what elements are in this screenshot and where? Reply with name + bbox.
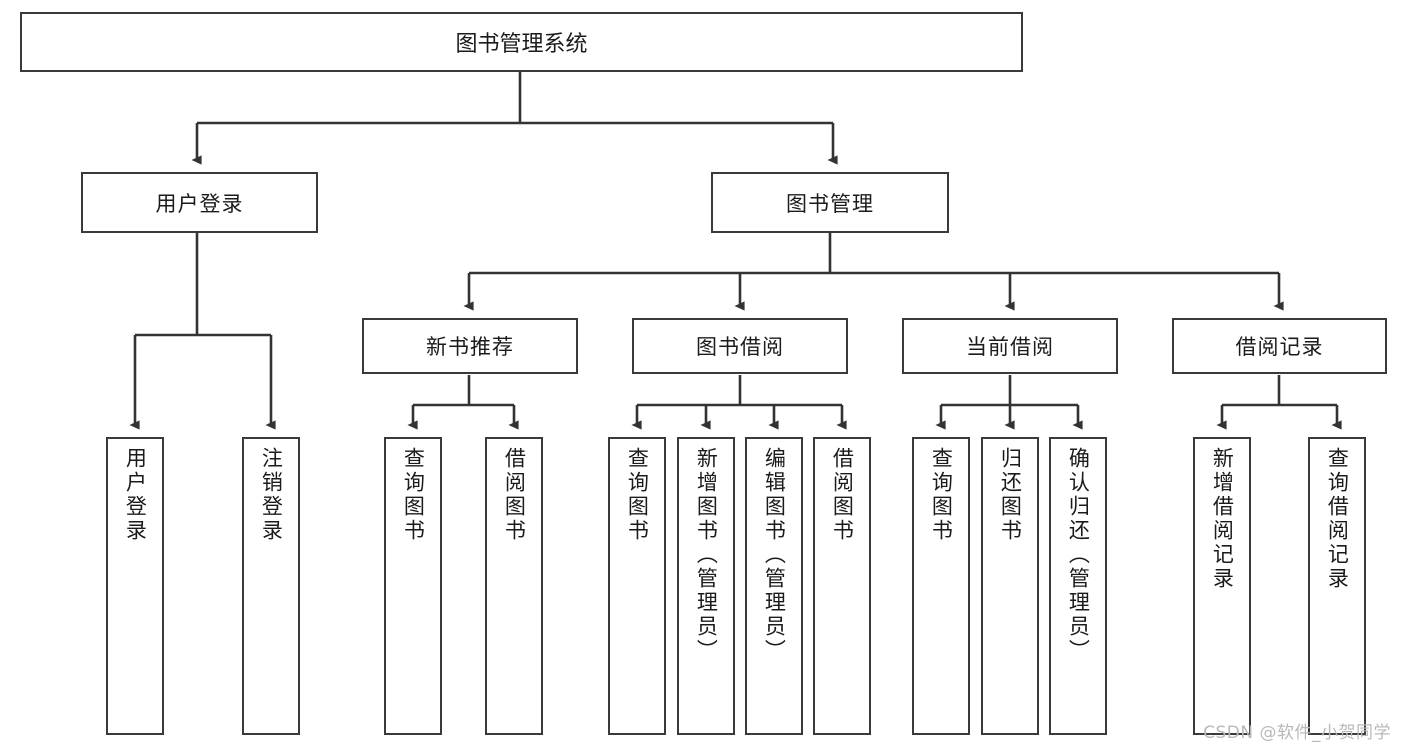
- leaf-new-book-borrow-label: 借阅图书: [502, 447, 527, 543]
- node-book-management-label: 图书管理: [786, 191, 874, 216]
- leaf-add-borrow-record-label: 新增借阅记录: [1210, 447, 1235, 591]
- leaf-return-book[interactable]: 归还图书: [981, 437, 1039, 735]
- leaf-add-book-admin[interactable]: 新增图书（管理员）: [677, 437, 735, 735]
- leaf-new-book-borrow[interactable]: 借阅图书: [485, 437, 543, 735]
- node-user-login[interactable]: 用户登录: [81, 172, 318, 233]
- node-root-label: 图书管理系统: [455, 32, 588, 57]
- node-new-book-recommend[interactable]: 新书推荐: [362, 318, 578, 374]
- leaf-user-login[interactable]: 用户登录: [106, 437, 164, 735]
- leaf-borrow-book[interactable]: 借阅图书: [813, 437, 871, 735]
- leaf-new-book-query[interactable]: 查询图书: [384, 437, 442, 735]
- node-book-borrow-label: 图书借阅: [696, 335, 784, 359]
- node-current-borrow-label: 当前借阅: [966, 335, 1054, 359]
- node-user-login-label: 用户登录: [155, 191, 244, 216]
- node-book-borrow[interactable]: 图书借阅: [632, 318, 848, 374]
- leaf-current-query-book-label: 查询图书: [929, 447, 954, 543]
- leaf-add-book-admin-label: 新增图书（管理员）: [694, 447, 719, 663]
- leaf-borrow-book-label: 借阅图书: [830, 447, 855, 543]
- leaf-user-login-label: 用户登录: [123, 447, 148, 543]
- node-borrow-record-label: 借阅记录: [1235, 335, 1324, 359]
- leaf-borrow-query-book-label: 查询图书: [625, 447, 650, 543]
- leaf-edit-book-admin[interactable]: 编辑图书（管理员）: [745, 437, 803, 735]
- leaf-new-book-query-label: 查询图书: [401, 447, 426, 543]
- leaf-return-book-label: 归还图书: [998, 447, 1023, 543]
- node-new-book-recommend-label: 新书推荐: [426, 335, 514, 359]
- leaf-confirm-return-admin-label: 确认归还（管理员）: [1066, 447, 1091, 663]
- leaf-current-query-book[interactable]: 查询图书: [912, 437, 970, 735]
- node-book-management[interactable]: 图书管理: [711, 172, 949, 233]
- node-root[interactable]: 图书管理系统: [20, 12, 1023, 72]
- leaf-borrow-query-book[interactable]: 查询图书: [608, 437, 666, 735]
- leaf-add-borrow-record[interactable]: 新增借阅记录: [1193, 437, 1251, 735]
- leaf-edit-book-admin-label: 编辑图书（管理员）: [762, 447, 787, 663]
- node-current-borrow[interactable]: 当前借阅: [902, 318, 1118, 374]
- leaf-query-borrow-record[interactable]: 查询借阅记录: [1308, 437, 1366, 735]
- node-borrow-record[interactable]: 借阅记录: [1172, 318, 1387, 374]
- watermark: CSDN @软件_小贺同学: [1203, 723, 1391, 743]
- leaf-confirm-return-admin[interactable]: 确认归还（管理员）: [1049, 437, 1107, 735]
- leaf-logout[interactable]: 注销登录: [242, 437, 300, 735]
- leaf-logout-label: 注销登录: [259, 447, 284, 543]
- leaf-query-borrow-record-label: 查询借阅记录: [1325, 447, 1350, 591]
